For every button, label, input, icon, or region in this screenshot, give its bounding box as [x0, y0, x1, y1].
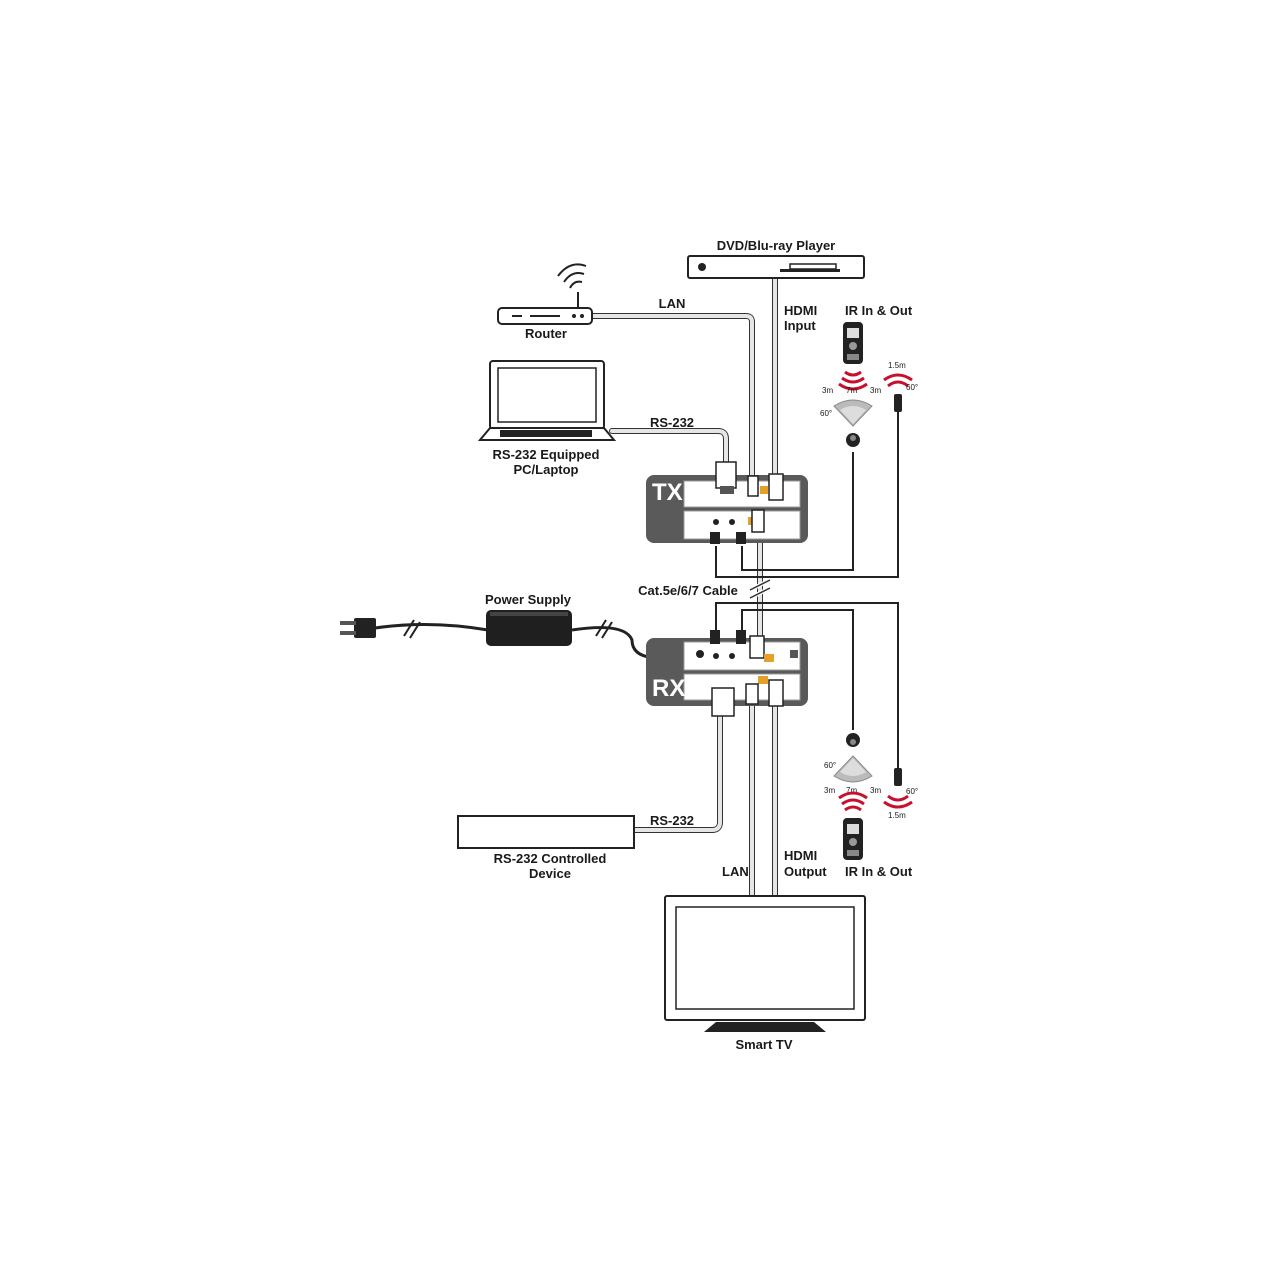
ir-bottom-range-right: 3m: [870, 786, 881, 795]
ir-wires-top: [715, 412, 899, 578]
lan-top-label: LAN: [659, 296, 686, 311]
hdmi-output-label-line2: Output: [784, 864, 827, 879]
ir-signal-bottom-icon: [838, 791, 868, 812]
ir-bottom-range-center: 7m: [846, 786, 857, 795]
pc-label-line2: PC/Laptop: [514, 462, 579, 477]
power-supply-label: Power Supply: [485, 592, 572, 607]
ir-top-range-center: 7m: [846, 386, 857, 395]
rs232-cable-bottom: [631, 713, 723, 833]
ir-top-range-right: 3m: [870, 386, 881, 395]
hdmi-input-label-line2: Input: [784, 318, 816, 333]
tx-unit: [646, 461, 808, 544]
pc-label-line1: RS-232 Equipped: [493, 447, 600, 462]
rs232-cable-top: [609, 428, 729, 469]
rs232-device-label-line1: RS-232 Controlled: [494, 851, 607, 866]
tx-label: TX: [652, 479, 683, 506]
ir-emitter-top: [883, 373, 913, 412]
ir-top-range-left: 3m: [822, 386, 833, 395]
ir-wires-bottom: [715, 602, 899, 768]
dvd-player-label: DVD/Blu-ray Player: [717, 238, 836, 253]
ir-bottom-range-left: 3m: [824, 786, 835, 795]
laptop: [477, 360, 617, 441]
rs232-top-label: RS-232: [650, 415, 694, 430]
power-plug: [340, 618, 376, 638]
lan-cable-top: [589, 313, 755, 481]
smart-tv-label: Smart TV: [735, 1037, 792, 1052]
rs232-controlled-device: [457, 815, 635, 849]
ir-receiver-bottom: [833, 733, 873, 783]
cat-cable-label: Cat.5e/6/7 Cable: [638, 583, 738, 598]
ir-top-angle: 60°: [820, 409, 832, 418]
router: [497, 263, 593, 325]
ir-bottom-emitter-angle: 60°: [906, 787, 918, 796]
lan-bottom-label: LAN: [722, 864, 749, 879]
ir-bottom-label: IR In & Out: [845, 864, 913, 879]
cat-cable: [749, 522, 771, 643]
smart-tv: [664, 895, 866, 1032]
ir-emitter-bottom: [883, 768, 913, 809]
remote-control-icon: [843, 322, 863, 364]
rx-label: RX: [652, 675, 685, 702]
ir-signal-icon: [838, 370, 868, 391]
rs232-device-label-line2: Device: [529, 866, 571, 881]
ir-receiver-top: [833, 399, 873, 447]
rs232-bottom-label: RS-232: [650, 813, 694, 828]
router-label: Router: [525, 326, 567, 341]
ir-top-label: IR In & Out: [845, 303, 913, 318]
hdmi-output-label-line1: HDMI: [784, 848, 817, 863]
dvd-player: [687, 255, 865, 279]
ir-bottom-angle: 60°: [824, 761, 836, 770]
hdmi-input-label-line1: HDMI: [784, 303, 817, 318]
power-adapter: [486, 610, 572, 646]
remote-control-bottom-icon: [843, 818, 863, 860]
ir-top-emitter-range: 1.5m: [888, 361, 906, 370]
ir-top-emitter-angle: 60°: [906, 383, 918, 392]
ir-bottom-emitter-range: 1.5m: [888, 811, 906, 820]
rx-unit: [646, 630, 808, 717]
